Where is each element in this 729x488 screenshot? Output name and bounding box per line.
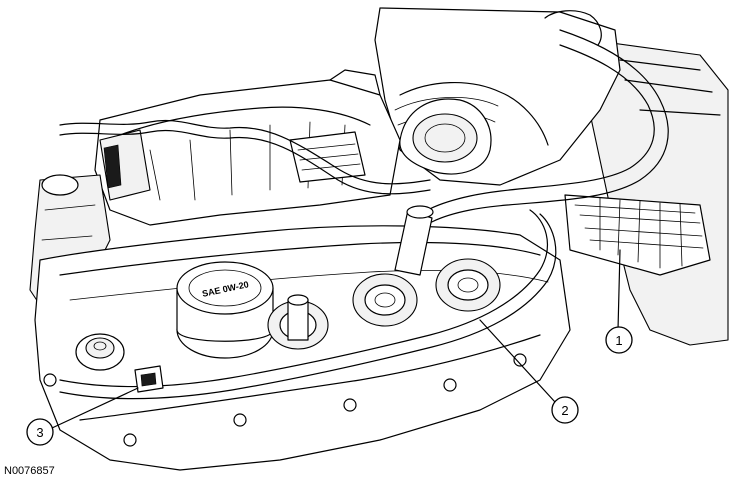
air-cleaner-housing [564, 39, 729, 346]
callout-3: 3 [26, 418, 54, 446]
oil-filler-cap: SAE 0W-20 [176, 261, 274, 359]
callout-1-number: 1 [615, 333, 622, 348]
hose-to-valve-cover [394, 205, 434, 276]
coil-well-3 [435, 258, 501, 312]
pcv-tube [404, 29, 669, 241]
valve-cover-bolts [43, 353, 527, 447]
figure-id: N0076857 [4, 465, 55, 477]
callout-2: 2 [551, 396, 579, 424]
electrical-connector [134, 365, 164, 393]
coil-well-1 [267, 294, 329, 350]
coil-well-2 [352, 273, 418, 327]
callout-2-number: 2 [561, 403, 568, 418]
wiring-harness-upper [59, 119, 431, 195]
callout-3-number: 3 [36, 425, 43, 440]
callout-1: 1 [605, 326, 633, 354]
intake-manifold [94, 69, 401, 226]
leader-lines [51, 249, 621, 429]
pcv-valve [75, 333, 125, 371]
air-intake-duct [374, 7, 621, 186]
